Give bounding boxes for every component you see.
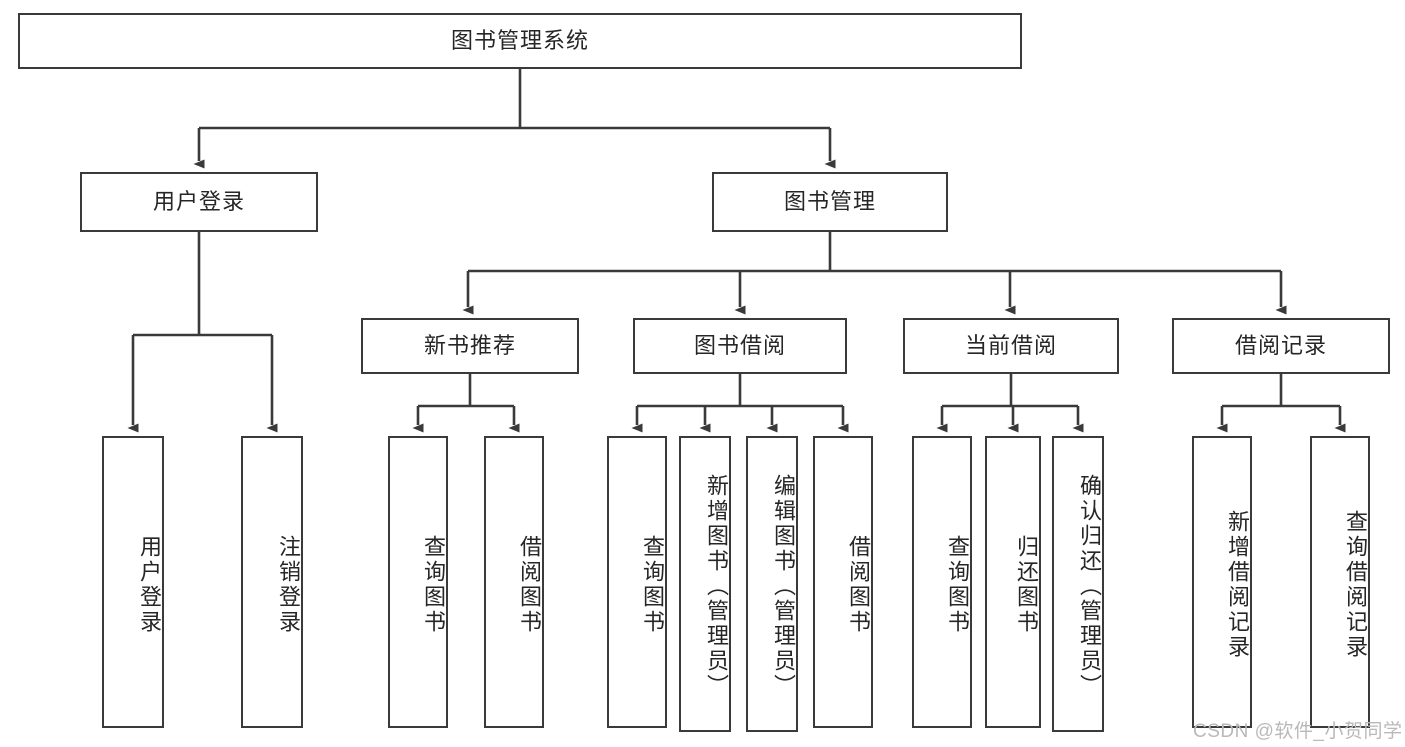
node-query-borrow-record-label: 查询借阅记录 (1343, 510, 1368, 660)
node-add-borrow-record[interactable]: 新增借阅记录 (1192, 436, 1252, 728)
node-query-book-recommend[interactable]: 查询图书 (388, 436, 448, 728)
node-add-book-admin-label: 新增图书（管理员） (704, 473, 729, 699)
node-book-management[interactable]: 图书管理 (712, 172, 948, 232)
node-borrow-record[interactable]: 借阅记录 (1172, 318, 1390, 374)
node-edit-book-admin-label: 编辑图书（管理员） (771, 473, 796, 699)
node-query-book-borrow-label: 查询图书 (640, 535, 665, 635)
node-user-login-label: 用户登录 (152, 189, 245, 215)
node-root[interactable]: 图书管理系统 (18, 13, 1022, 69)
node-new-book-recommend-label: 新书推荐 (423, 333, 516, 359)
node-logout-action[interactable]: 注销登录 (241, 436, 303, 728)
node-book-borrow[interactable]: 图书借阅 (633, 318, 847, 374)
node-query-book-current-label: 查询图书 (945, 535, 970, 635)
node-book-borrow-label: 图书借阅 (693, 333, 786, 359)
node-add-borrow-record-label: 新增借阅记录 (1225, 510, 1250, 660)
node-borrow-book-action[interactable]: 借阅图书 (813, 436, 873, 728)
node-root-label: 图书管理系统 (450, 28, 589, 54)
node-borrow-record-label: 借阅记录 (1234, 333, 1327, 359)
node-user-login-action-label: 用户登录 (137, 535, 162, 635)
node-return-book-label: 归还图书 (1014, 535, 1039, 635)
node-borrow-book-action-label: 借阅图书 (846, 535, 871, 635)
node-current-borrow[interactable]: 当前借阅 (903, 318, 1119, 374)
node-query-book-current[interactable]: 查询图书 (912, 436, 972, 728)
node-confirm-return-admin-label: 确认归还（管理员） (1077, 473, 1102, 699)
csdn-watermark: CSDN @软件_小贺同学 (1193, 721, 1403, 742)
node-query-book-borrow[interactable]: 查询图书 (607, 436, 667, 728)
node-borrow-book-recommend[interactable]: 借阅图书 (484, 436, 544, 728)
node-add-book-admin[interactable]: 新增图书（管理员） (679, 436, 731, 732)
node-borrow-book-recommend-label: 借阅图书 (517, 535, 542, 635)
node-book-management-label: 图书管理 (783, 189, 876, 215)
node-confirm-return-admin[interactable]: 确认归还（管理员） (1052, 436, 1104, 732)
node-user-login[interactable]: 用户登录 (80, 172, 318, 232)
node-query-book-recommend-label: 查询图书 (421, 535, 446, 635)
node-edit-book-admin[interactable]: 编辑图书（管理员） (746, 436, 798, 732)
node-return-book[interactable]: 归还图书 (985, 436, 1041, 728)
node-query-borrow-record[interactable]: 查询借阅记录 (1310, 436, 1370, 728)
node-logout-action-label: 注销登录 (276, 535, 301, 635)
node-new-book-recommend[interactable]: 新书推荐 (361, 318, 579, 374)
node-user-login-action[interactable]: 用户登录 (102, 436, 164, 728)
node-current-borrow-label: 当前借阅 (964, 333, 1057, 359)
